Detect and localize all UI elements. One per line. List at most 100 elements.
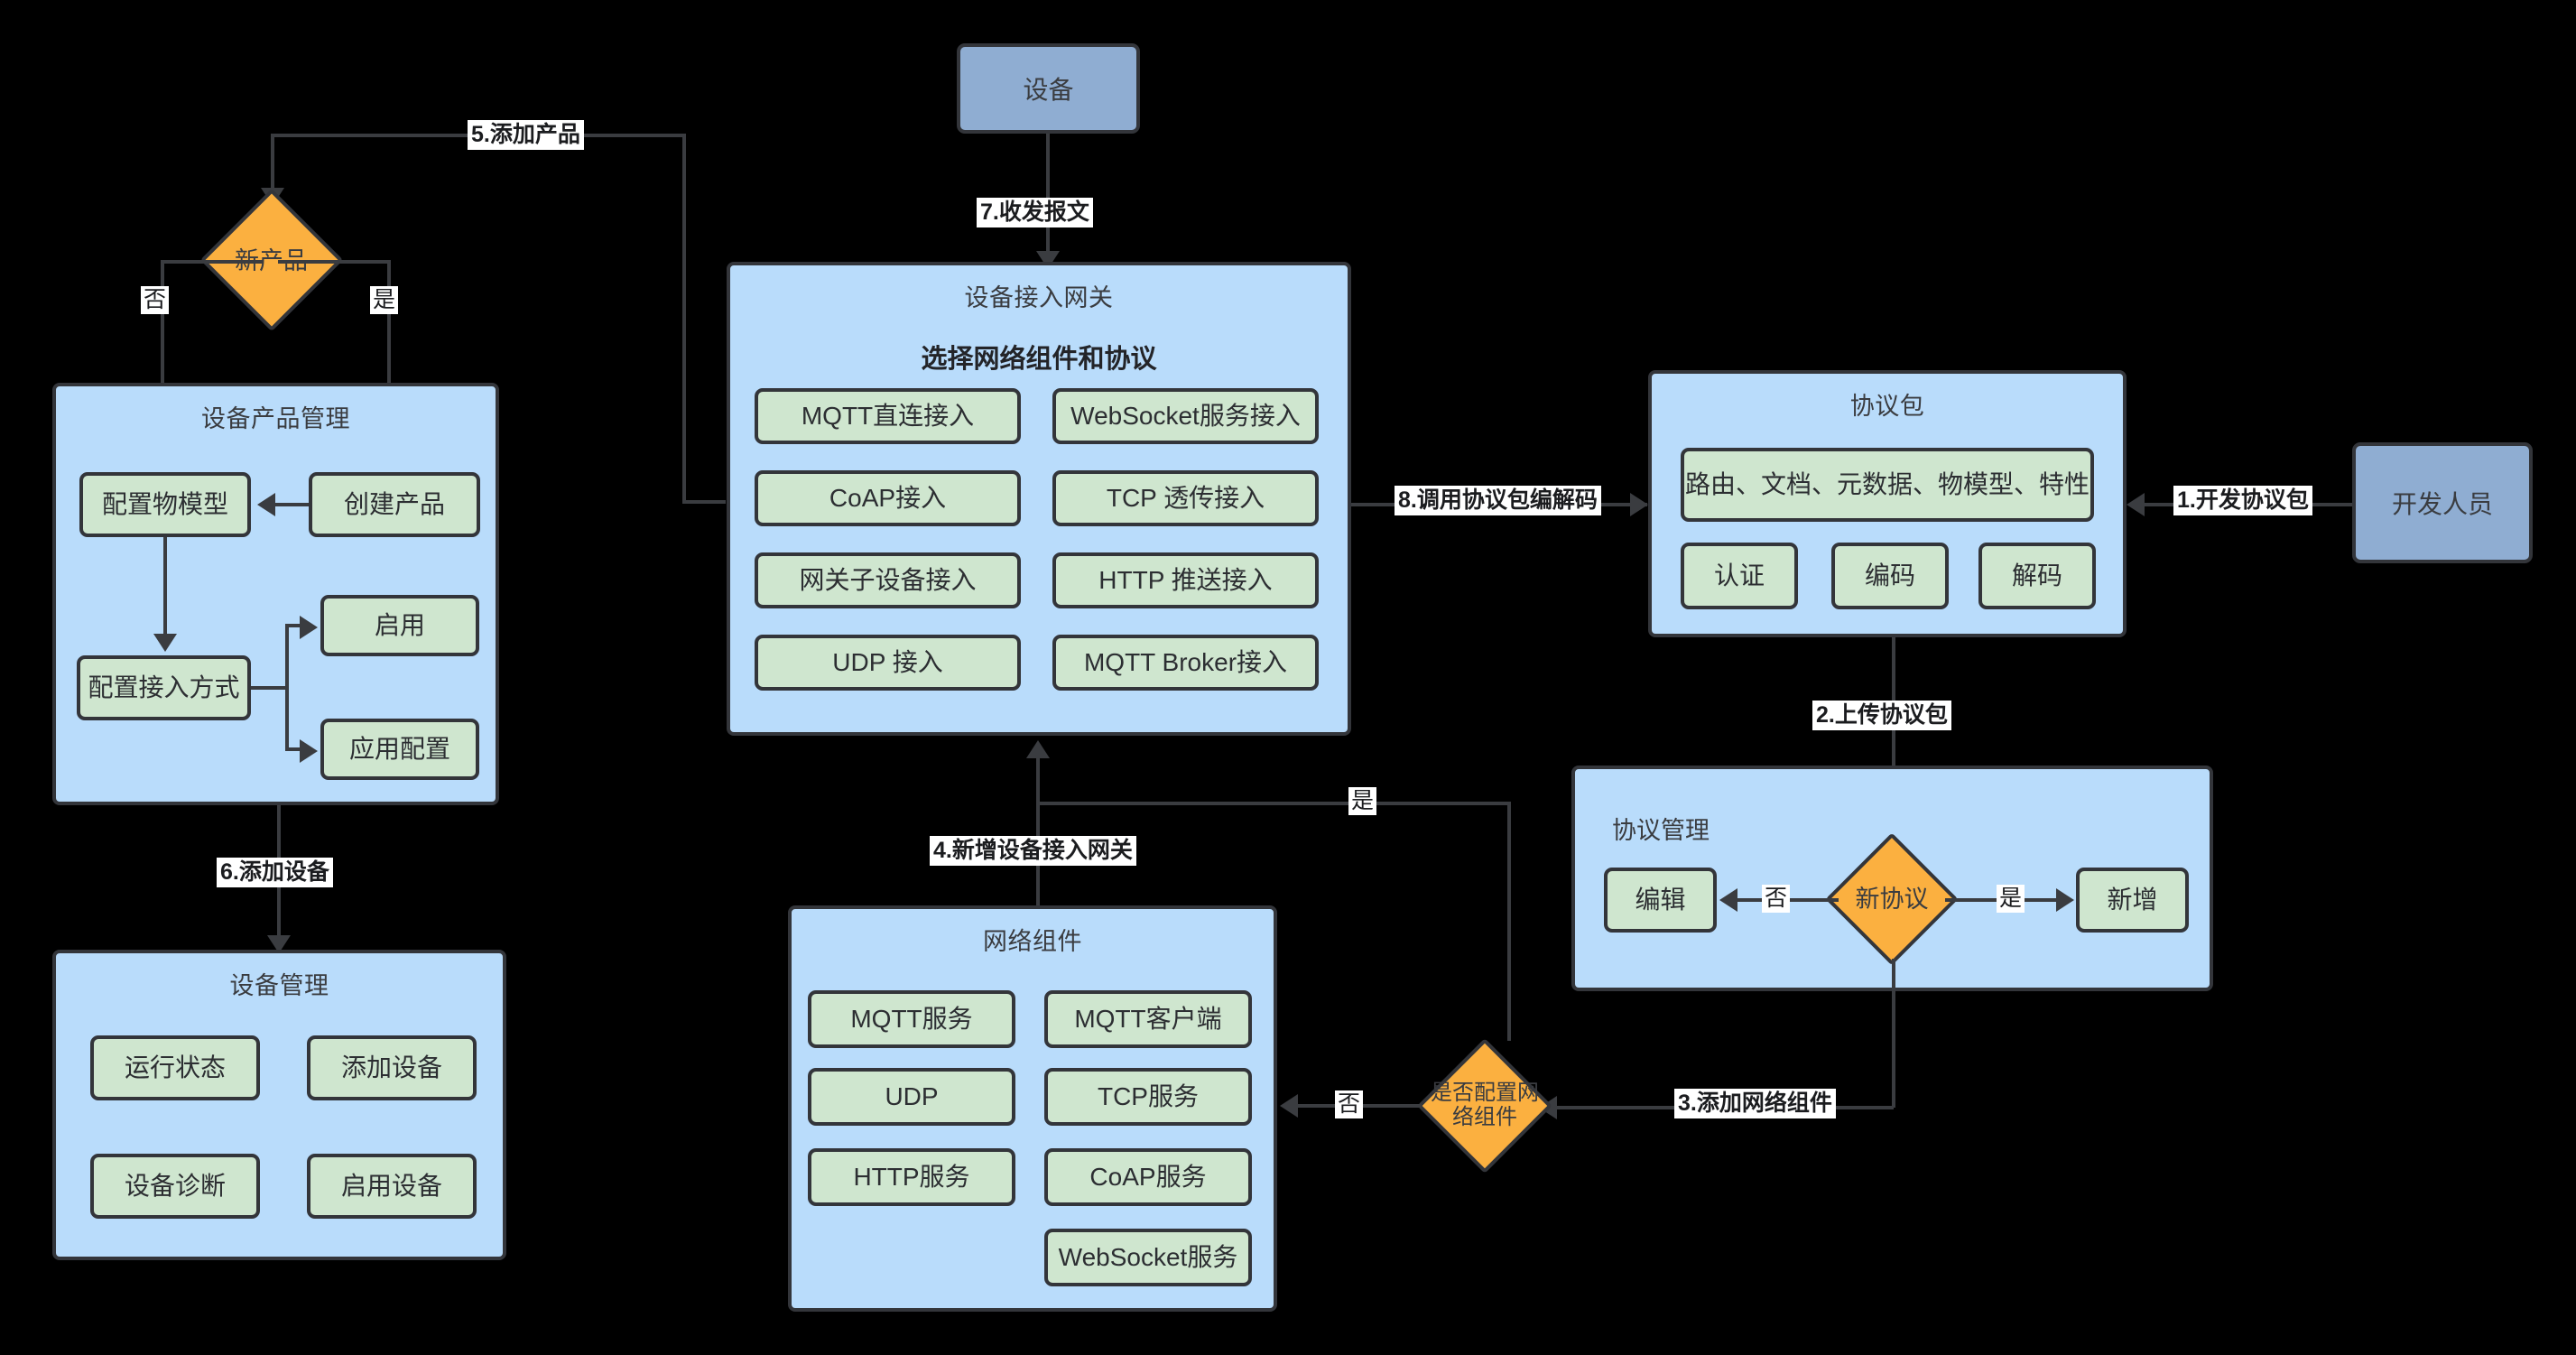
branch-label-newproduct-yes: 是 [370,286,399,315]
node-tcp-service[interactable]: TCP服务 [1044,1068,1252,1126]
edge-access-to-apply [285,747,305,751]
node-mqtt-direct-access-label: MQTT直连接入 [801,401,975,430]
node-websocket-service-label: WebSocket服务 [1058,1242,1238,1271]
node-mqtt-service[interactable]: MQTT服务 [808,990,1015,1048]
node-create-product-label: 创建产品 [343,489,445,518]
node-mqtt-client[interactable]: MQTT客户端 [1044,990,1252,1048]
edge-network-yes-v [1507,802,1511,1041]
decision-new-protocol[interactable]: 新协议 [1825,832,1959,966]
node-gateway-subdevice-access[interactable]: 网关子设备接入 [755,552,1021,608]
node-device-diagnostics-label: 设备诊断 [124,1171,226,1200]
node-websocket-service[interactable]: WebSocket服务 [1044,1229,1252,1286]
node-tcp-transparent-access-label: TCP 透传接入 [1106,483,1265,512]
edge-protocol-no-arrowhead [1719,888,1737,912]
node-auth-label: 认证 [1713,561,1765,589]
edge-3-seg-v [1892,959,1895,1108]
branch-label-protocol-yes: 是 [1997,885,2025,914]
node-coap-service-label: CoAP服务 [1089,1162,1207,1191]
node-decode-label: 解码 [2011,561,2062,589]
node-auth[interactable]: 认证 [1681,543,1798,609]
decision-configure-network[interactable]: 是否配置网络组件 [1417,1038,1552,1174]
edge-newproduct-yes-v [387,260,391,457]
node-tcp-transparent-access[interactable]: TCP 透传接入 [1052,470,1319,526]
branch-label-newproduct-no: 否 [141,286,170,315]
edge-newproduct-yes-h [278,260,391,264]
actor-developer[interactable]: 开发人员 [2352,442,2533,563]
edge-4-arrowhead [1026,740,1050,758]
group-device-product-mgmt-title: 设备产品管理 [201,405,350,432]
node-encode[interactable]: 编码 [1831,543,1949,609]
edge-label-1: 1.开发协议包 [2173,486,2312,516]
edge-network-no-arrowhead [1280,1094,1298,1118]
edge-7-seg [1046,134,1050,260]
branch-label-protocol-no: 否 [1762,885,1791,914]
edge-access-fork-spine [285,626,289,749]
node-running-status[interactable]: 运行状态 [90,1035,260,1100]
node-protocol-add-label: 新增 [2107,885,2158,914]
node-udp-service[interactable]: UDP [808,1068,1015,1126]
edge-label-8: 8.调用协议包编解码 [1395,486,1601,516]
decision-new-protocol-shape [1825,832,1959,966]
edge-8-arrowhead [1630,493,1648,516]
edge-label-5: 5.添加产品 [468,120,584,151]
edge-access-to-enable-arrowhead [300,616,318,639]
node-enable-device-label: 启用设备 [340,1171,442,1200]
node-protocol-metadata-label: 路由、文档、元数据、物模型、特性 [1684,469,2090,498]
node-mqtt-service-label: MQTT服务 [850,1004,973,1033]
actor-device[interactable]: 设备 [957,43,1140,134]
node-configure-access-mode[interactable]: 配置接入方式 [77,655,251,720]
group-device-mgmt-title: 设备管理 [229,972,329,999]
node-mqtt-direct-access[interactable]: MQTT直连接入 [755,388,1021,444]
edge-label-7: 7.收发报文 [977,198,1093,228]
edge-1-arrowhead [2127,493,2145,516]
node-udp-access[interactable]: UDP 接入 [755,635,1021,691]
node-configure-thing-model[interactable]: 配置物模型 [79,472,251,537]
node-websocket-service-access[interactable]: WebSocket服务接入 [1052,388,1319,444]
edge-label-2: 2.上传协议包 [1812,701,1951,731]
branch-label-network-yes: 是 [1348,787,1377,816]
node-mqtt-broker-access-label: MQTT Broker接入 [1083,647,1288,676]
node-http-service-label: HTTP服务 [853,1162,970,1191]
group-device-gateway-subtitle: 选择网络组件和协议 [921,345,1157,374]
node-protocol-edit[interactable]: 编辑 [1604,868,1717,933]
node-apply-config[interactable]: 应用配置 [320,719,479,780]
node-enable-label: 启用 [374,610,425,639]
node-device-diagnostics[interactable]: 设备诊断 [90,1154,260,1219]
node-add-device[interactable]: 添加设备 [307,1035,477,1100]
edge-newproduct-no-v [161,260,164,457]
group-protocol-mgmt-title: 协议管理 [1612,817,1710,844]
node-http-push-access[interactable]: HTTP 推送接入 [1052,552,1319,608]
node-protocol-edit-label: 编辑 [1635,885,1686,914]
edge-5-seg-h-bottom [682,500,726,504]
edge-5-seg-v-right [682,134,686,504]
node-http-service[interactable]: HTTP服务 [808,1148,1015,1206]
actor-developer-label: 开发人员 [2391,490,2493,518]
node-udp-access-label: UDP 接入 [832,647,943,676]
node-websocket-service-access-label: WebSocket服务接入 [1070,401,1301,430]
actor-device-label: 设备 [1023,76,1074,104]
edge-label-3: 3.添加网络组件 [1674,1089,1836,1119]
edge-6-arrowhead [267,935,291,953]
node-gateway-subdevice-access-label: 网关子设备接入 [799,565,977,594]
node-protocol-add[interactable]: 新增 [2076,868,2189,933]
node-http-push-access-label: HTTP 推送接入 [1098,565,1273,594]
node-decode[interactable]: 解码 [1978,543,2096,609]
node-configure-access-mode-label: 配置接入方式 [88,673,240,701]
node-mqtt-broker-access[interactable]: MQTT Broker接入 [1052,635,1319,691]
node-coap-access[interactable]: CoAP接入 [755,470,1021,526]
decision-configure-network-shape [1417,1038,1552,1174]
node-enable[interactable]: 启用 [320,595,479,656]
group-device-gateway-title: 设备接入网关 [964,284,1114,311]
node-apply-config-label: 应用配置 [348,734,450,763]
edge-protocol-yes-arrowhead [2056,888,2074,912]
node-configure-thing-model-label: 配置物模型 [101,489,228,518]
edge-network-yes-h [1036,802,1511,805]
node-coap-service[interactable]: CoAP服务 [1044,1148,1252,1206]
node-create-product[interactable]: 创建产品 [309,472,480,537]
node-protocol-metadata[interactable]: 路由、文档、元数据、物模型、特性 [1681,448,2094,522]
node-add-device-label: 添加设备 [340,1053,442,1081]
edge-5-seg-v-left [271,134,274,191]
node-enable-device[interactable]: 启用设备 [307,1154,477,1219]
edge-access-to-enable [285,624,305,627]
